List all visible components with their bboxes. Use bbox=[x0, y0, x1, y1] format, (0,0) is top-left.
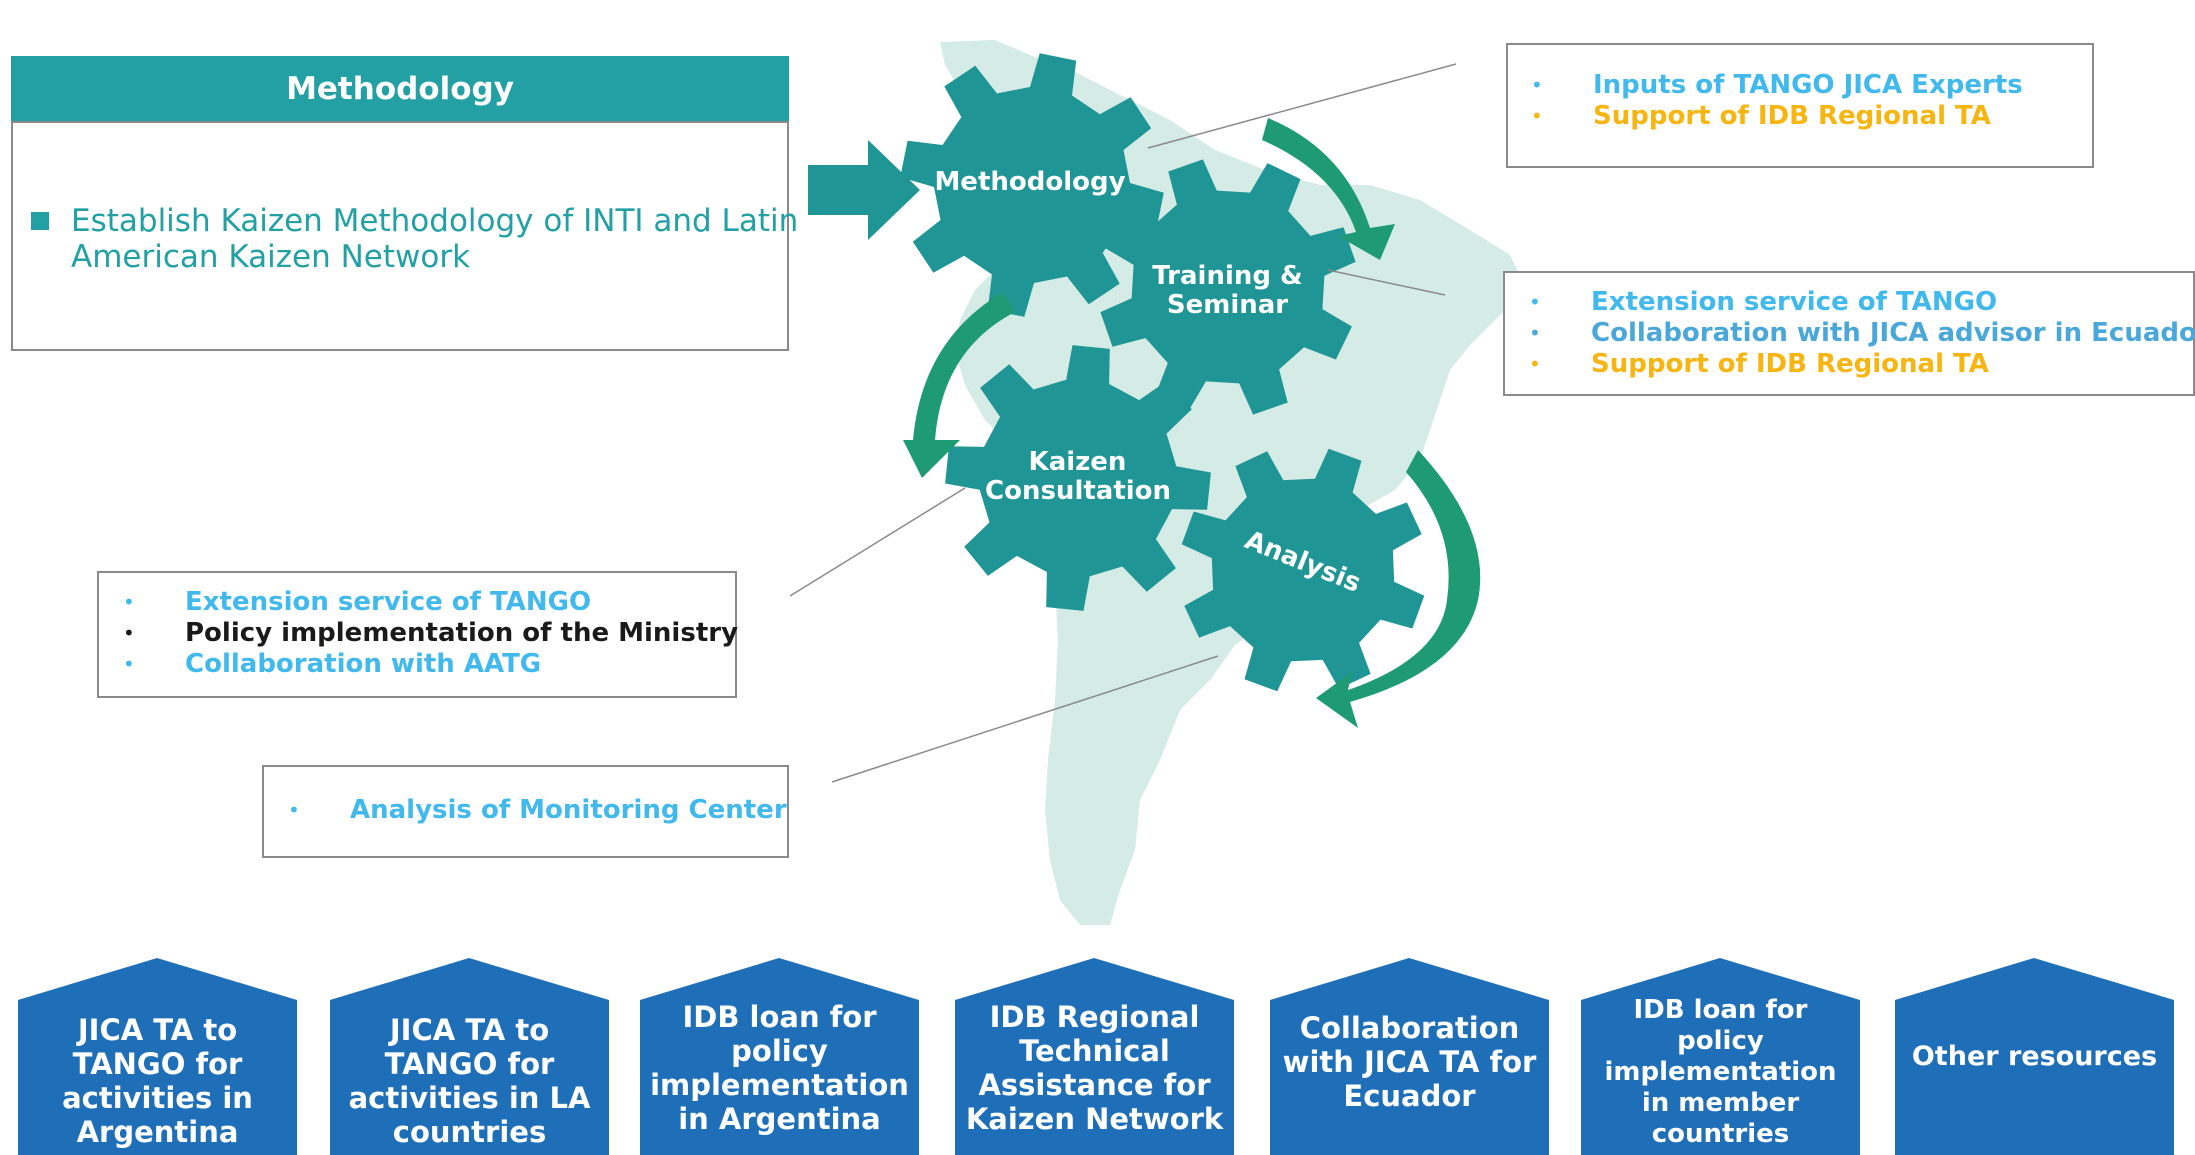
bullet-dot-icon: • bbox=[123, 590, 135, 614]
cycle-arrow-3 bbox=[1316, 450, 1481, 728]
cycle-arrow-1 bbox=[1262, 118, 1395, 260]
analysis-inputs-box: •Analysis of Monitoring Center bbox=[262, 765, 789, 858]
gear-label-methodology: Methodology bbox=[934, 167, 1126, 197]
gear-kaizen-consultation bbox=[945, 345, 1211, 611]
gear-shape bbox=[1100, 159, 1356, 415]
analysis-inputs-list: •Analysis of Monitoring Center bbox=[288, 795, 787, 826]
gear-shape bbox=[1181, 448, 1425, 692]
methodology-inputs-box: •Inputs of TANGO JICA Experts •Support o… bbox=[1506, 43, 2094, 168]
consultation-inputs-box: •Extension service of TANGO •Policy impl… bbox=[97, 571, 739, 698]
training-inputs-box: •Extension service of TANGO •Collaborati… bbox=[1503, 271, 2195, 396]
list-item: •Extension service of TANGO bbox=[123, 587, 592, 617]
list-item: •Analysis of Monitoring Center bbox=[288, 795, 787, 825]
resource-tile: JICA TA to TANGO for activities in Argen… bbox=[18, 958, 297, 1155]
tile-shape bbox=[1270, 958, 1549, 1155]
tile-shape bbox=[1895, 958, 2174, 1155]
methodology-header: Methodology bbox=[11, 56, 789, 121]
gear-label-consultation: Kaizen Consultation bbox=[985, 447, 1172, 506]
tile-shape bbox=[18, 958, 297, 1155]
process-arrow bbox=[808, 140, 920, 240]
bullet-dot-icon: • bbox=[1529, 290, 1541, 314]
resource-tile: IDB loan for policy implementation in Ar… bbox=[640, 958, 919, 1155]
resource-tile: Collaboration with JICA TA for Ecuador bbox=[1270, 958, 1549, 1155]
gear-label-training: Training & Seminar bbox=[1152, 261, 1303, 320]
tile-shape bbox=[1581, 958, 1860, 1155]
gear-training-seminar bbox=[1100, 159, 1356, 415]
resource-tile-label: IDB loan for policy implementation in Ar… bbox=[650, 999, 909, 1136]
leader-line-3 bbox=[789, 487, 966, 597]
tile-shape bbox=[955, 958, 1234, 1155]
square-bullet-icon bbox=[31, 212, 49, 230]
tile-shape bbox=[640, 958, 919, 1155]
bullet-dot-icon: • bbox=[1531, 104, 1543, 128]
resource-tile-label: JICA TA to TANGO for activities in Argen… bbox=[62, 1012, 253, 1149]
list-item: •Support of IDB Regional TA bbox=[1531, 101, 1991, 131]
consultation-inputs-list: •Extension service of TANGO •Policy impl… bbox=[123, 587, 739, 680]
list-item: •Extension service of TANGO bbox=[1529, 287, 1998, 317]
resource-tile-label: Other resources bbox=[1911, 1040, 2158, 1072]
list-item: •Policy implementation of the Ministry bbox=[123, 618, 739, 648]
methodology-body: Establish Kaizen Methodology of INTI and… bbox=[11, 121, 798, 351]
gear-shape bbox=[945, 345, 1211, 611]
bullet-dot-icon: • bbox=[1529, 352, 1541, 376]
resource-tile-label: Collaboration with JICA TA for Ecuador bbox=[1282, 1010, 1537, 1113]
resource-tile: IDB Regional Technical Assistance for Ka… bbox=[955, 958, 1234, 1155]
list-item: •Collaboration with AATG bbox=[123, 649, 542, 679]
resource-tile: IDB loan for policy implementation in me… bbox=[1581, 958, 1860, 1155]
list-item: •Inputs of TANGO JICA Experts bbox=[1531, 70, 2023, 100]
bullet-dot-icon: • bbox=[123, 652, 135, 676]
list-item: •Support of IDB Regional TA bbox=[1529, 349, 1989, 379]
resource-tile: Other resources bbox=[1895, 958, 2174, 1155]
gear-shape bbox=[900, 53, 1164, 317]
leader-line-1 bbox=[1147, 63, 1457, 149]
methodology-item-text: Establish Kaizen Methodology of INTI and… bbox=[71, 203, 799, 275]
training-inputs-list: •Extension service of TANGO •Collaborati… bbox=[1529, 287, 2195, 380]
methodology-inputs-list: •Inputs of TANGO JICA Experts •Support o… bbox=[1531, 70, 2023, 132]
gear-methodology bbox=[900, 53, 1164, 317]
leader-line-4 bbox=[831, 655, 1219, 783]
gear-analysis bbox=[1181, 448, 1425, 692]
cycle-arrow-2 bbox=[903, 292, 1015, 478]
resource-tile-label: IDB loan for policy implementation in me… bbox=[1604, 995, 1837, 1149]
tile-shape bbox=[330, 958, 609, 1155]
list-item: •Collaboration with JICA advisor in Ecua… bbox=[1529, 318, 2195, 348]
bullet-dot-icon: • bbox=[1531, 73, 1543, 97]
methodology-item: Establish Kaizen Methodology of INTI and… bbox=[31, 203, 811, 275]
bullet-dot-icon: • bbox=[288, 798, 300, 822]
resource-tile-label: IDB Regional Technical Assistance for Ka… bbox=[965, 999, 1224, 1136]
resource-tile: JICA TA to TANGO for activities in LA co… bbox=[330, 958, 609, 1155]
bullet-dot-icon: • bbox=[123, 621, 135, 645]
leader-line-2 bbox=[1327, 269, 1446, 296]
bullet-dot-icon: • bbox=[1529, 321, 1541, 345]
resource-tile-label: JICA TA to TANGO for activities in LA co… bbox=[348, 1012, 591, 1149]
